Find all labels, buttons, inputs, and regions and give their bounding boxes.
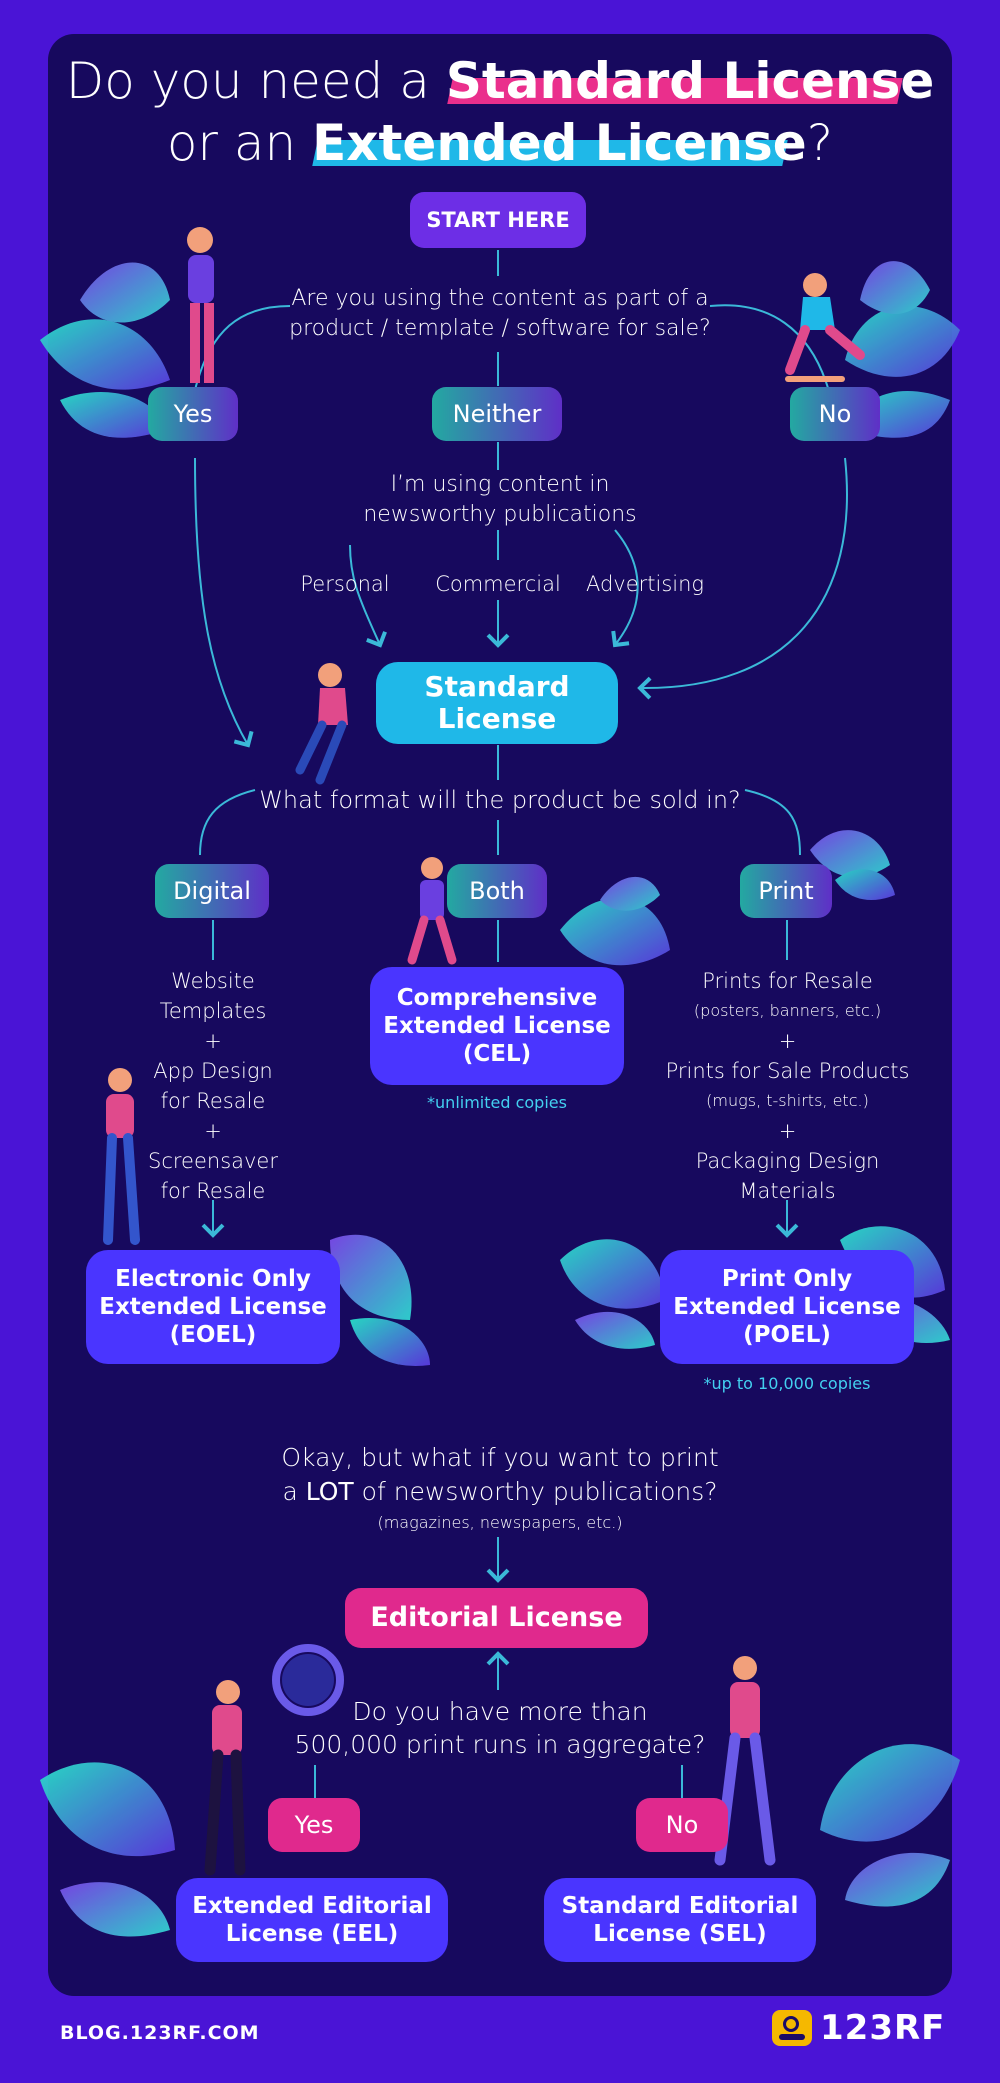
question-print-lot: Okay, but what if you want to print a LO… — [281, 1443, 719, 1506]
decor-leaves-left-top — [40, 262, 170, 438]
brand-name: 123RF — [820, 2008, 946, 2048]
page-title-line1: Do you need a Standard License — [65, 52, 935, 110]
cel-note: *unlimited copies — [427, 1093, 567, 1112]
page-title-line2: or an Extended License? — [166, 114, 834, 172]
person-illustration-magnifier — [204, 1644, 344, 1876]
person-illustration-yes — [187, 227, 214, 383]
answer-yes-pill: Yes — [148, 387, 238, 441]
answer-neither-pill: Neither — [432, 387, 562, 441]
format-digital-pill: Digital — [155, 864, 269, 918]
connector-yes — [194, 305, 291, 391]
digital-use-list: Website Templates + App Design for Resal… — [148, 969, 278, 1203]
decor-leaves-eoel — [330, 1234, 430, 1366]
poel-note: *up to 10,000 copies — [703, 1374, 871, 1393]
option-advertising: Advertising — [585, 572, 705, 596]
decor-leaves-bottom — [40, 1744, 960, 1937]
start-here-badge: START HERE — [410, 192, 586, 248]
option-personal: Personal — [300, 572, 390, 596]
person-illustration-standard — [295, 663, 348, 785]
answer-no-pill: No — [790, 387, 880, 441]
publication-examples: (magazines, newspapers, etc.) — [377, 1513, 623, 1532]
format-print-pill: Print — [740, 864, 832, 918]
decor-leaves-print — [810, 830, 895, 900]
camera-icon — [772, 2010, 812, 2046]
person-illustration-digital — [103, 1068, 140, 1245]
editorial-license-box: Editorial License — [345, 1588, 648, 1648]
footer-blog-url[interactable]: BLOG.123RF.COM — [60, 2022, 260, 2044]
answer-yes-editorial-pill: Yes — [268, 1798, 360, 1852]
answer-no-editorial-pill: No — [636, 1798, 728, 1852]
option-commercial: Commercial — [435, 572, 561, 596]
decor-leaves-cel — [560, 876, 670, 966]
person-illustration-both — [407, 857, 457, 965]
format-both-pill: Both — [447, 864, 547, 918]
person-illustration-skater — [785, 273, 865, 382]
question-format: What format will the product be sold in? — [259, 786, 741, 814]
brand-logo: 123RF — [772, 2008, 945, 2048]
print-use-list: Prints for Resale (posters, banners, etc… — [665, 969, 910, 1203]
